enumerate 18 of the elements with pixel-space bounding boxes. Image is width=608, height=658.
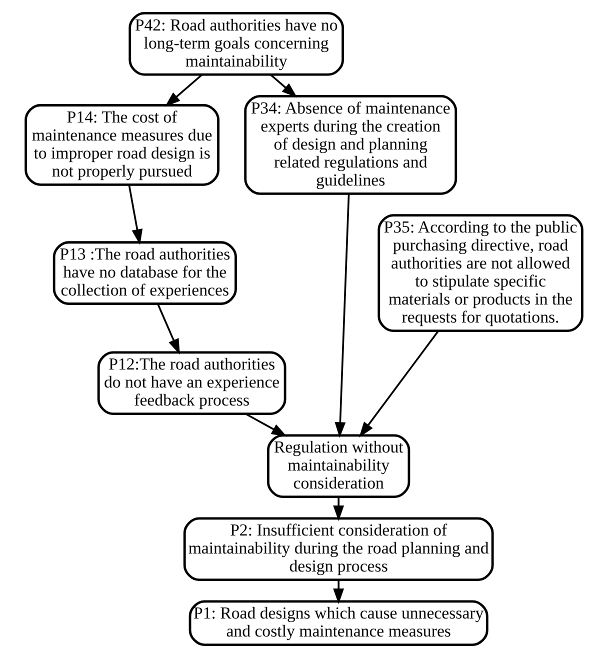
node-box: P42: Road authorities have no long-term goals concerning maintainability <box>128 12 344 76</box>
node-box: P34: Absence of maintenance experts during the creation of design and planning related regulations and guidelines <box>244 95 458 195</box>
node-box: Regulation without maintainability consideration <box>267 434 410 498</box>
arrow <box>164 74 203 107</box>
arrow <box>333 580 344 604</box>
arrow <box>270 74 298 98</box>
arrow <box>157 304 180 355</box>
node-box: P1: Road designs which cause unnecessary and costly maintenance measures <box>188 600 488 646</box>
arrow <box>333 496 344 522</box>
arrow <box>359 330 440 438</box>
node-box: P12:The road authorities do not have an experience feedback process <box>97 351 286 416</box>
node-box: P2: Insufficient consideration of maintainability during the road planning and design process <box>183 517 494 582</box>
arrow <box>245 413 288 437</box>
node-box: P14: The cost of maintenance measures due to improper road design is not properly pursued <box>24 104 220 186</box>
node-box: P13 :The road authorities have no database for the collection of experiences <box>52 241 237 305</box>
arrow <box>128 184 143 245</box>
arrow <box>334 194 350 438</box>
node-box: P35: According to the public purchasing directive, road authorities are not allowed to stipulate specific materials or products in the requests for quotations. <box>378 214 584 332</box>
